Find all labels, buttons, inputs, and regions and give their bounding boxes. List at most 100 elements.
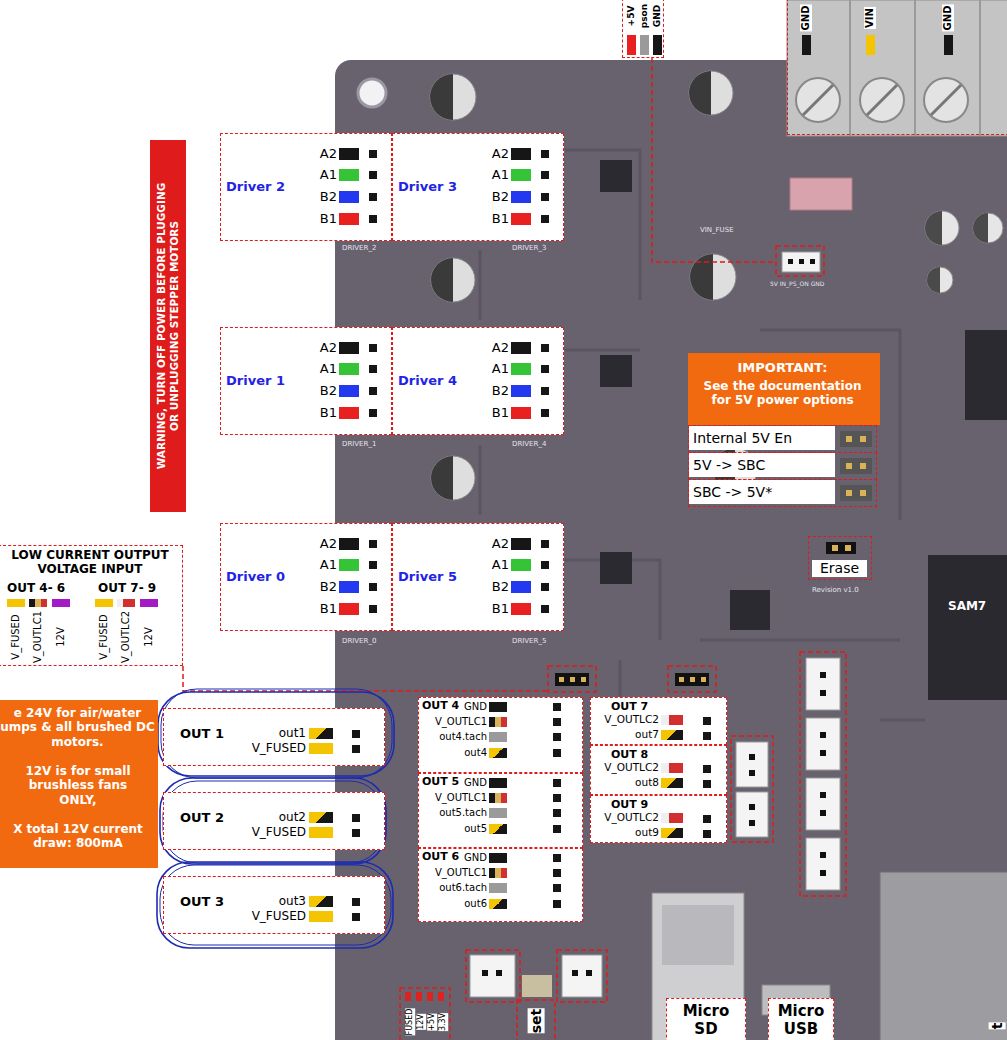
note-text: e 24V for air/water umps & all brushed D… [0, 706, 155, 749]
wire-color [309, 911, 333, 922]
connector-pin [496, 970, 502, 976]
pin-label: out9 [591, 826, 659, 839]
wire-color [653, 35, 662, 55]
jumper-option: SBC -> 5V* [689, 480, 835, 504]
connector-pin [749, 754, 755, 760]
pin-header [553, 869, 561, 877]
dashed-outline [731, 736, 773, 842]
fan-connector [806, 778, 840, 830]
wire-color [511, 559, 531, 571]
status-led [427, 992, 433, 1001]
output-name: OUT 6 [422, 850, 459, 863]
capacitor [431, 258, 475, 302]
status-led [416, 992, 422, 1001]
pin-label: V_FUSED [222, 741, 306, 755]
jumper-pin [860, 490, 866, 496]
header-pin [810, 259, 815, 264]
driver-name: Driver 3 [398, 179, 457, 195]
connector-pin [749, 820, 755, 826]
pin-label: out5 [419, 823, 487, 835]
pin-label: V_OUTLC2 [591, 761, 659, 774]
pin-label: A2 [451, 146, 509, 162]
wire-color [7, 599, 25, 607]
wire-color [489, 853, 507, 863]
wire-color [489, 883, 507, 893]
wire-color [511, 581, 531, 593]
pin-label: B2 [279, 383, 337, 399]
pin-header [703, 830, 711, 838]
wire-color [489, 868, 507, 878]
header-pin [788, 259, 793, 264]
wire-color [339, 538, 359, 550]
jumper-option: Internal 5V En [689, 426, 835, 450]
io-connector [736, 792, 768, 837]
pin-label: B2 [279, 579, 337, 595]
status-led [405, 992, 411, 1001]
connector-pin-label: GND [942, 5, 954, 32]
output-name: OUT 2 [180, 810, 224, 826]
pin-header [553, 703, 561, 711]
wire-color [489, 808, 507, 818]
note-box: IMPORTANT:See the documentation for 5V p… [688, 353, 880, 425]
pin-header [703, 765, 711, 773]
reset-button [522, 975, 552, 997]
capacitor [430, 74, 476, 120]
wire-color [511, 407, 531, 419]
pin-header [369, 171, 377, 179]
capacitor-body [973, 213, 1003, 243]
driver-chip [600, 355, 632, 387]
mounting-hole [358, 79, 386, 107]
jumper-pin [832, 545, 838, 551]
jumper-option-box: 5V -> SBC [688, 452, 877, 480]
voltage-label: V_FUSED [98, 614, 110, 659]
dashed-outline [548, 666, 596, 692]
silkscreen-label: VIN_FUSE [700, 226, 734, 234]
wire-color [802, 35, 811, 55]
key-group: OUT 7- 9 [98, 581, 156, 595]
port-box: Micro SD [666, 998, 746, 1040]
pin-header [369, 215, 377, 223]
wire-color [339, 342, 359, 354]
connector-pin-label: GND [652, 4, 663, 28]
connector-pin [749, 770, 755, 776]
pin-header [553, 749, 561, 757]
fuse-holder [790, 178, 852, 210]
pin-header [352, 829, 360, 837]
connector-pin [820, 732, 826, 738]
terminal-divider [850, 0, 980, 136]
wire-color [29, 599, 47, 607]
pin-label: B2 [279, 189, 337, 205]
wire-color [511, 603, 531, 615]
wire-color [489, 717, 507, 727]
pin-header [553, 794, 561, 802]
pin-header [541, 215, 549, 223]
wire-color [511, 148, 531, 160]
wire-color [95, 599, 113, 607]
connector-pin [482, 970, 488, 976]
dashed-outline [557, 950, 607, 1002]
pin-header [553, 779, 561, 787]
pin-label: GND [419, 777, 487, 789]
hand-drawn-loop [160, 865, 391, 945]
pin-label: A2 [451, 340, 509, 356]
jumper-pin [845, 545, 851, 551]
pin-label: V_FUSED [222, 825, 306, 839]
jumper-pin [860, 436, 866, 442]
pin-header [541, 561, 549, 569]
voltage-jumper [675, 673, 709, 686]
pin-label: A1 [279, 167, 337, 183]
pin-header [369, 583, 377, 591]
pin-label: A2 [279, 340, 337, 356]
pin-label: B1 [451, 211, 509, 227]
capacitor-body [925, 211, 959, 245]
io-connector [562, 955, 602, 997]
jumper-pin [570, 677, 575, 682]
pin-header [553, 854, 561, 862]
pin-label: V_OUTLC1 [419, 716, 487, 728]
pin-header [369, 150, 377, 158]
hand-drawn-loop [160, 778, 386, 864]
jumper-box: Erase [808, 536, 872, 580]
key-heading: LOW CURRENT OUTPUT VOLTAGE INPUT [3, 548, 177, 577]
driver-box: Driver 3A2A1B2B1 [392, 133, 564, 241]
pin-label: GND [419, 852, 487, 864]
